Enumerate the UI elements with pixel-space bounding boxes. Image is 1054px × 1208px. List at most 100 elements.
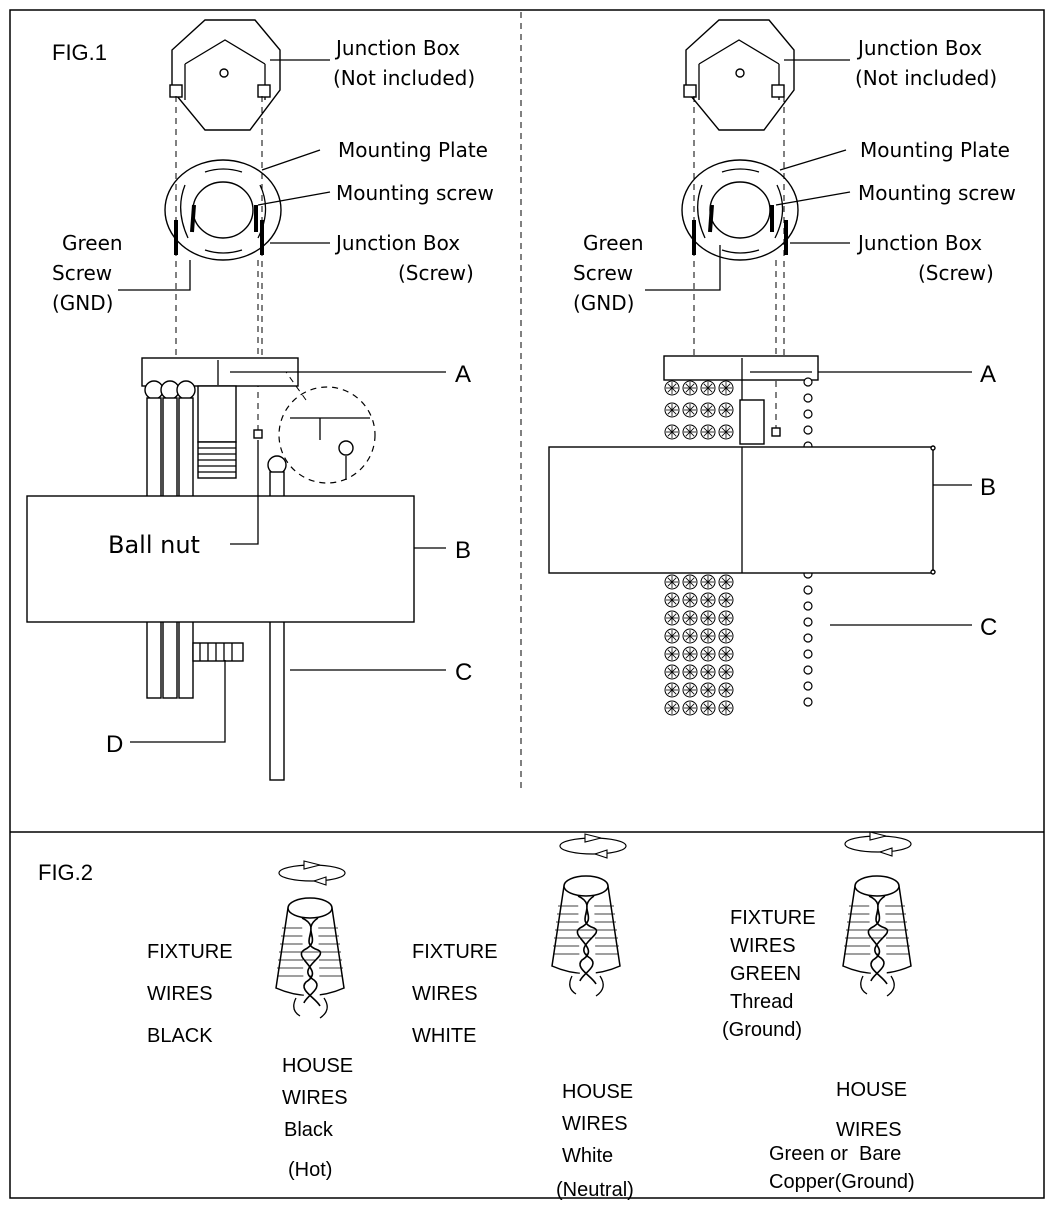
black-house-label-3: Black	[284, 1119, 334, 1141]
black-fixture-label-2: WIRES	[147, 983, 213, 1005]
white-house-label-2: WIRES	[562, 1113, 628, 1135]
left-mounting-plate-label: Mounting Plate	[338, 138, 488, 162]
left-junction-box-screw-label-2: (Screw)	[398, 261, 474, 285]
left-callout-d: D	[106, 731, 123, 758]
right-mounting-screw-label: Mounting screw	[858, 181, 1016, 205]
crystal-bead-icon	[718, 380, 734, 396]
left-junction-box-label-2: (Not included)	[333, 66, 475, 90]
crystal-bead-icon	[700, 682, 716, 698]
crystal-bead-icon	[664, 628, 680, 644]
crystal-bead-icon	[718, 682, 734, 698]
left-detail-circle	[278, 371, 376, 484]
left-callout-b: B	[455, 537, 471, 564]
chain-link-icon	[803, 697, 813, 707]
black-twist-arrow-icon	[278, 860, 346, 886]
left-junction-box-label-1: Junction Box	[334, 36, 460, 60]
right-callout-a: A	[980, 361, 996, 388]
right-callout-c: C	[980, 614, 997, 641]
left-mounting-screw-label: Mounting screw	[336, 181, 494, 205]
white-fixture-label-3: WHITE	[412, 1025, 476, 1047]
white-fixture-label-1: FIXTURE	[412, 941, 498, 963]
crystal-bead-icon	[682, 424, 698, 440]
crystal-bead-icon	[664, 424, 680, 440]
crystal-bead-icon	[718, 628, 734, 644]
crystal-bead-icon	[700, 628, 716, 644]
crystal-bead-icon	[718, 610, 734, 626]
white-fixture-label-2: WIRES	[412, 983, 478, 1005]
black-house-label-1: HOUSE	[282, 1055, 353, 1077]
ground-house-label-3: Green or Bare	[769, 1143, 901, 1165]
outer-frame	[9, 9, 1045, 1199]
crystal-bead-icon	[718, 424, 734, 440]
crystal-bead-icon	[700, 424, 716, 440]
right-junction-box-screw-label-1: Junction Box	[856, 231, 982, 255]
ground-twist-arrow-icon	[844, 831, 912, 857]
left-callout-c: C	[455, 659, 472, 686]
white-house-label-3: White	[562, 1145, 613, 1167]
crystal-bead-icon	[682, 700, 698, 716]
right-shade	[548, 445, 936, 575]
crystal-bead-icon	[664, 664, 680, 680]
crystal-bead-icon	[700, 380, 716, 396]
right-junction-box-label-1: Junction Box	[856, 36, 982, 60]
chain-link-icon	[803, 649, 813, 659]
crystal-bead-icon	[682, 610, 698, 626]
chain-link-icon	[803, 409, 813, 419]
crystal-bead-icon	[664, 682, 680, 698]
crystal-bead-icon	[700, 700, 716, 716]
right-green-screw-label-1: Green	[583, 231, 644, 255]
crystal-bead-icon	[718, 700, 734, 716]
crystal-bead-icon	[682, 574, 698, 590]
right-callout-b: B	[980, 474, 996, 501]
crystal-bead-icon	[718, 592, 734, 608]
chain-link-icon	[803, 665, 813, 675]
crystal-bead-icon	[718, 402, 734, 418]
black-fixture-label-3: BLACK	[147, 1025, 213, 1047]
white-house-label-1: HOUSE	[562, 1081, 633, 1103]
crystal-bead-icon	[700, 402, 716, 418]
crystal-bead-icon	[718, 574, 734, 590]
chain-link-icon	[803, 681, 813, 691]
chain-link-icon	[803, 585, 813, 595]
left-canopy	[141, 357, 299, 479]
left-shade	[26, 495, 415, 623]
chain-link-icon	[803, 633, 813, 643]
crystal-bead-icon	[664, 402, 680, 418]
chain-link-icon	[803, 393, 813, 403]
right-junction-box	[683, 19, 795, 131]
crystal-bead-icon	[682, 682, 698, 698]
ground-wire-nut-icon	[842, 875, 912, 997]
left-green-screw-label-3: (GND)	[52, 291, 113, 315]
right-green-screw-label-2: Screw	[573, 261, 633, 285]
fig1-title: FIG.1	[52, 40, 107, 65]
black-house-label-4: (Hot)	[288, 1159, 332, 1181]
left-junction-box-screw-label-1: Junction Box	[334, 231, 460, 255]
crystal-bead-icon	[664, 592, 680, 608]
left-callout-a: A	[455, 361, 471, 388]
chain-link-icon	[803, 601, 813, 611]
left-ball-nut-label: Ball nut	[108, 531, 200, 559]
white-wire-nut-icon	[551, 875, 621, 997]
fig2-title: FIG.2	[38, 860, 93, 885]
left-junction-box	[169, 19, 281, 131]
ground-fixture-label-4: Thread	[730, 991, 793, 1013]
ground-house-label-2: WIRES	[836, 1119, 902, 1141]
right-junction-box-label-2: (Not included)	[855, 66, 997, 90]
crystal-bead-icon	[682, 402, 698, 418]
chain-link-icon	[803, 425, 813, 435]
right-mounting-plate-label: Mounting Plate	[860, 138, 1010, 162]
left-bottom-cap	[192, 642, 244, 662]
crystal-bead-icon	[682, 628, 698, 644]
white-house-label-4: (Neutral)	[556, 1179, 634, 1201]
ground-fixture-label-2: WIRES	[730, 935, 796, 957]
crystal-bead-icon	[718, 664, 734, 680]
right-green-screw-label-3: (GND)	[573, 291, 634, 315]
right-canopy	[663, 355, 819, 445]
white-twist-arrow-icon	[559, 833, 627, 859]
crystal-bead-icon	[664, 574, 680, 590]
black-house-label-2: WIRES	[282, 1087, 348, 1109]
chain-link-icon	[803, 617, 813, 627]
crystal-bead-icon	[664, 700, 680, 716]
